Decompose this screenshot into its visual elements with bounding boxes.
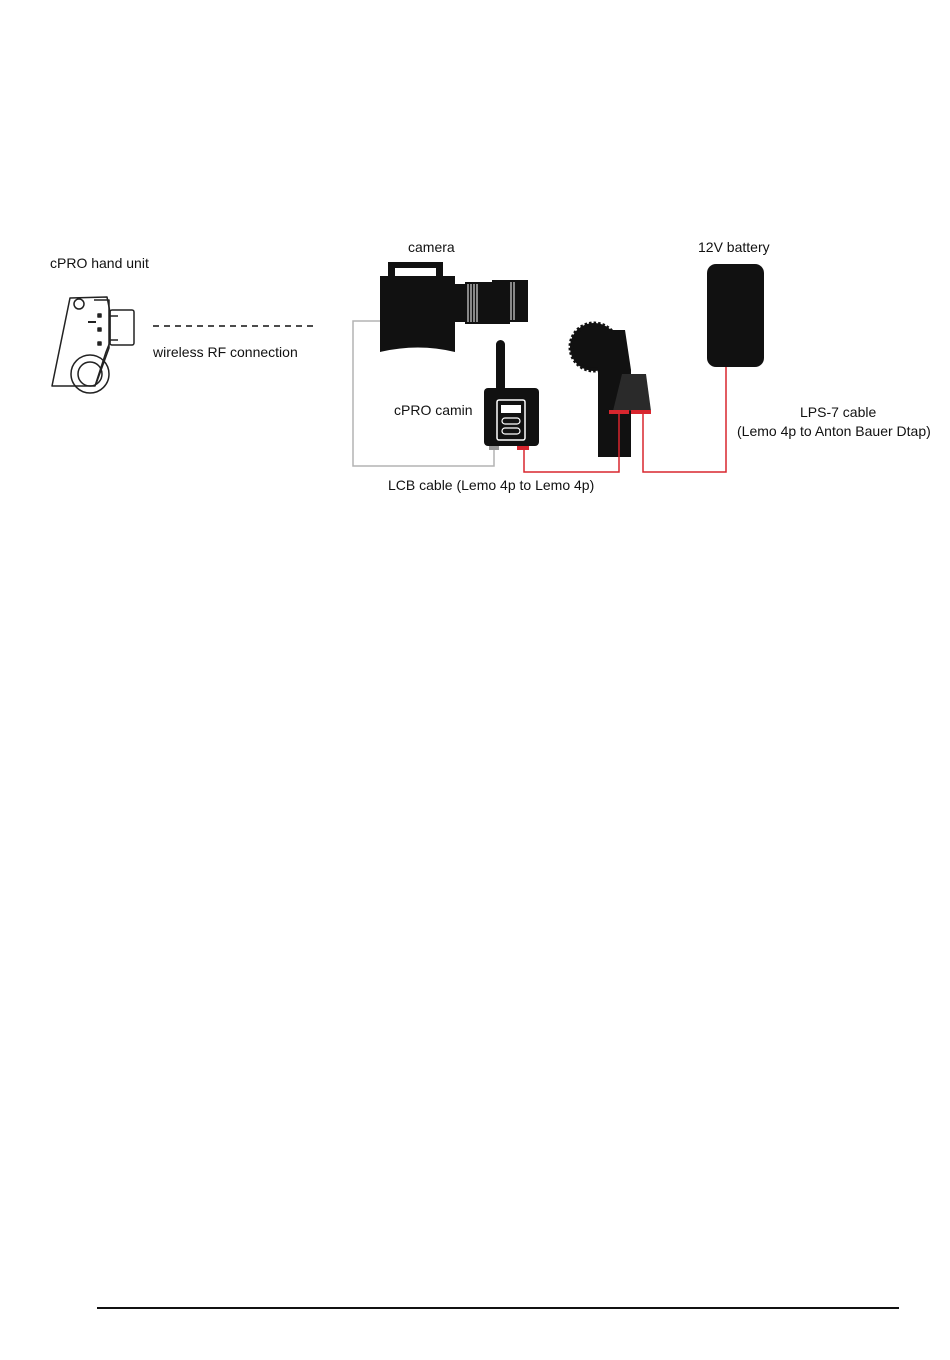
battery-label: 12V battery: [698, 239, 770, 255]
lps-cable-label-line1: LPS-7 cable: [800, 404, 876, 420]
motor-icon: [570, 323, 651, 457]
hand-unit-label: cPRO hand unit: [50, 255, 149, 271]
battery-icon: [707, 264, 764, 367]
camin-icon: [484, 340, 539, 450]
wireless-label: wireless RF connection: [152, 344, 298, 360]
lps7-cable: [643, 366, 726, 472]
lps-cable-label-line2: (Lemo 4p to Anton Bauer Dtap): [737, 423, 931, 439]
camera-label: camera: [408, 239, 455, 255]
hand-unit-icon: [52, 297, 134, 393]
camera-icon: [380, 262, 528, 352]
lcb-cable-label: LCB cable (Lemo 4p to Lemo 4p): [388, 477, 594, 493]
camin-label: cPRO camin: [394, 402, 473, 418]
footer-divider: [97, 1307, 899, 1309]
